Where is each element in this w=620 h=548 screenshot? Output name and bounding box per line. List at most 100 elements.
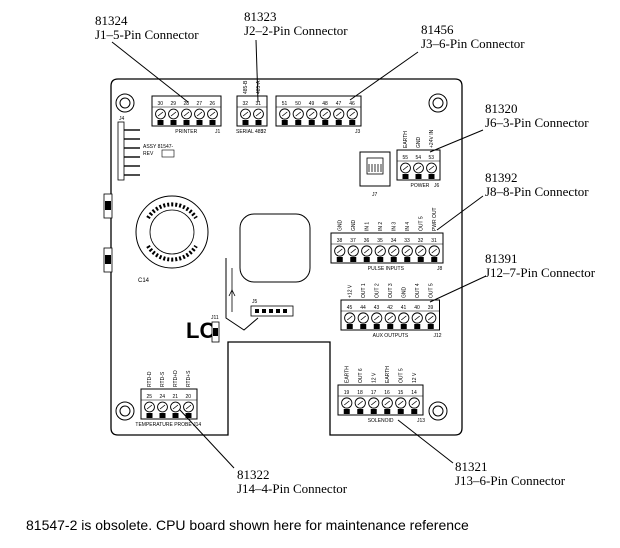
assy-label: ASSY 81547- <box>143 144 174 150</box>
j6-connector-pin-number: 55 <box>403 155 409 161</box>
j3-connector-screw-slot <box>295 111 301 117</box>
j8-connector-screw-slot <box>418 248 424 254</box>
callout-j3: 81456 J3–6-Pin Connector <box>421 23 525 51</box>
j13-connector-pin-number: 19 <box>344 390 350 396</box>
j13-connector-label: SOLENOID <box>368 418 394 424</box>
rev-box <box>161 149 175 158</box>
j1-connector-pin-number: 30 <box>158 101 164 107</box>
j2-connector-wire-entry <box>255 120 262 125</box>
j14-connector-wire-entry <box>172 413 179 418</box>
j3-connector-pin-number: 46 <box>349 101 355 107</box>
callout-j12: 81391 J12–7-Pin Connector <box>485 252 595 280</box>
callout-j14-part: 81322 <box>237 467 270 482</box>
j8-connector-wire-entry <box>377 257 384 262</box>
mounting-hole-top-left <box>115 93 135 113</box>
j2-connector-label: SERIAL 485 <box>236 129 264 135</box>
j3-connector-wire-entry <box>295 120 302 125</box>
j12-connector-signal-label: OUT 1 <box>361 283 367 298</box>
j12-connector-wire-entry <box>387 324 394 329</box>
j8-connector-pin-number: 31 <box>431 238 437 244</box>
callout-j2-part: 81323 <box>244 9 277 24</box>
j1-connector-label: PRINTER <box>175 129 197 135</box>
j14-connector: 25RTD-D24RTD-S21RTD+D20RTD+STEMPERATURE … <box>135 370 201 428</box>
j12-connector-screw-slot <box>387 315 393 321</box>
j12-connector-wire-entry <box>373 324 380 329</box>
j13-connector-signal-label: OUT 5 <box>398 368 404 383</box>
j14-connector-wire-entry <box>159 413 166 418</box>
j12-connector-pin-number: 44 <box>360 305 366 311</box>
callout-j3-name: J3–6-Pin Connector <box>421 36 525 51</box>
callout-j6: 81320 J6–3-Pin Connector <box>485 102 589 130</box>
j1-connector-screw-slot <box>170 111 177 117</box>
j8-connector-wire-entry <box>417 257 424 262</box>
obsolete-caption: 81547-2 is obsolete. CPU board shown her… <box>26 517 469 533</box>
j12-connector-screw-slot <box>401 315 407 321</box>
j3-connector-screw-slot <box>309 111 315 117</box>
j14-connector-label: TEMPERATURE PROBE J14 <box>135 422 201 428</box>
j3-connector-body <box>275 95 362 127</box>
j1-connector-pin-number: 26 <box>210 101 216 107</box>
j13-connector-screw-slot <box>411 400 417 406</box>
j8-connector-wire-entry <box>390 257 397 262</box>
j6-connector-screw-slot <box>428 165 435 171</box>
j13-connector-signal-label: 12 V <box>412 372 418 383</box>
j5-label: J5 <box>252 299 258 305</box>
j14-connector-pin-number: 25 <box>147 394 153 400</box>
j6-connector-signal-label: EARTH <box>403 131 409 148</box>
j8-connector-label: PULSE INPUTS <box>368 266 405 272</box>
j12-connector-screw-slot <box>414 315 420 321</box>
j12-connector-screw-slot <box>374 315 380 321</box>
j3-connector-screw-slot <box>322 111 328 117</box>
j8-connector-screw-slot <box>391 248 397 254</box>
j12-connector-pin-number: 40 <box>414 305 420 311</box>
j14-connector-pin-number: 21 <box>173 394 179 400</box>
j14-connector-signal-label: RTD-S <box>160 371 166 387</box>
j1-connector-wire-entry <box>209 120 216 125</box>
mounting-hole-bottom-left <box>115 401 135 421</box>
mounting-hole-bottom-right <box>428 401 448 421</box>
callout-j13-name: J13–6-Pin Connector <box>455 473 566 488</box>
callout-j13-part: 81321 <box>455 459 488 474</box>
j12-connector-label: AUX OUTPUTS <box>373 333 409 339</box>
j2-connector-screw-slot <box>242 111 249 117</box>
j1-connector-wire-entry <box>183 120 190 125</box>
leader-j3 <box>349 51 419 101</box>
ribbon-trace <box>225 258 259 331</box>
callout-j6-name: J6–3-Pin Connector <box>485 115 589 130</box>
c14-label: C14 <box>138 278 150 284</box>
j8-connector-signal-label: OUT 5 <box>418 216 424 231</box>
j1-connector-screw-slot <box>209 111 216 117</box>
callout-j2: 81323 J2–2-Pin Connector <box>244 10 348 38</box>
j8-connector-pin-number: 38 <box>337 238 343 244</box>
j14-connector-screw-slot <box>146 404 153 410</box>
j6-connector-pin-number: 54 <box>416 155 422 161</box>
j3-connector-pin-number: 51 <box>282 101 288 107</box>
j13-connector-body <box>337 384 424 416</box>
j13-connector-screw-slot <box>384 400 390 406</box>
j13-connector-signal-label: EARTH <box>344 366 350 383</box>
j13-connector-pin-number: 14 <box>411 390 417 396</box>
j14-connector-wire-entry <box>146 413 153 418</box>
j8-connector-signal-label: IN 1 <box>364 222 370 231</box>
j8-connector-wire-entry <box>336 257 343 262</box>
j6-connector-wire-entry <box>428 174 435 179</box>
j8-connector-screw-slot <box>431 248 437 254</box>
j12-connector-pin-number: 42 <box>387 305 393 311</box>
j13-connector-wire-entry <box>370 409 377 414</box>
j3-connector-wire-entry <box>335 120 342 125</box>
j6-connector-wire-entry <box>402 174 409 179</box>
j3-connector-wire-entry <box>322 120 329 125</box>
j2-connector-wire-entry <box>242 120 249 125</box>
callout-j1: 81324 J1–5-Pin Connector <box>95 14 199 42</box>
callout-j8-part: 81392 <box>485 170 518 185</box>
j3-connector-pin-number: 50 <box>295 101 301 107</box>
j8-connector-screw-slot <box>350 248 356 254</box>
j12-connector-signal-label: OUT 2 <box>374 283 380 298</box>
j6-connector-signal-label: +24V IN <box>429 129 435 148</box>
j12-connector-signal-label: +12 V <box>347 284 353 298</box>
j8-connector-signal-label: IN 3 <box>391 222 397 231</box>
j3-connector-wire-entry <box>349 120 356 125</box>
